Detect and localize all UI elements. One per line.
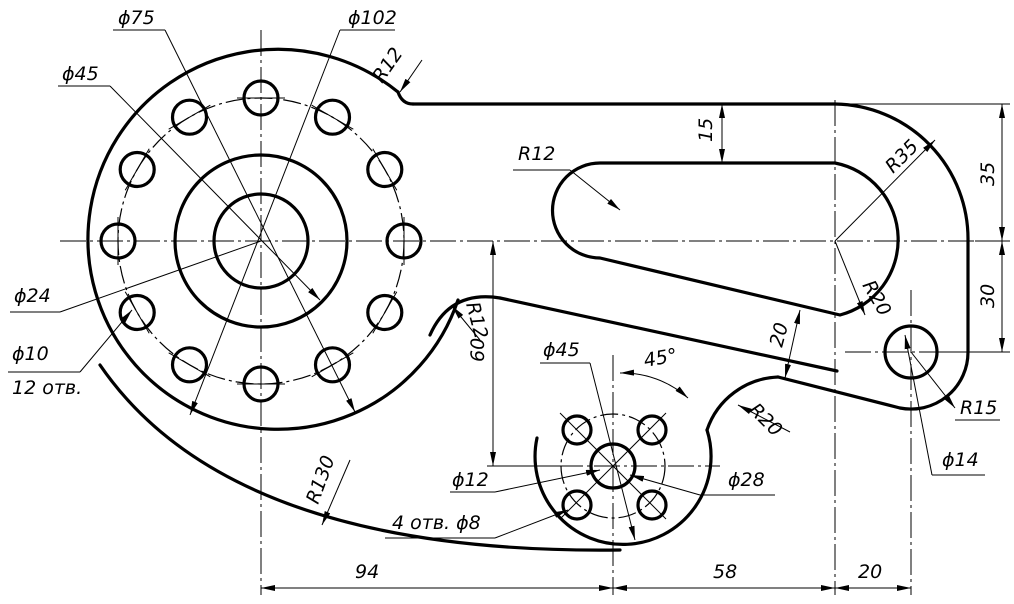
hole-d12-center <box>589 442 637 490</box>
hole-d8-1 <box>561 414 593 446</box>
text-d14: ϕ14 <box>942 449 979 471</box>
leader-d102 <box>189 29 341 416</box>
bolt-circle-4-holes <box>560 413 666 519</box>
leader-d10 <box>79 309 133 373</box>
text-d45-bottom: ϕ45 <box>543 339 580 361</box>
twelve-holes <box>99 79 423 403</box>
slot <box>550 161 900 317</box>
leader-r130 <box>321 459 351 526</box>
circle-d75 <box>173 153 349 329</box>
text-35: 35 <box>977 162 999 186</box>
hole-d10-centerline-3 <box>311 352 354 378</box>
text-58: 58 <box>713 561 737 583</box>
hole-d8-3 <box>561 489 593 521</box>
hole-d10-3 <box>313 346 352 384</box>
circle-d45-bore <box>212 192 310 290</box>
dimension-lines <box>8 29 1010 591</box>
hole-d10-12 <box>366 150 404 189</box>
text-20-bottom: 20 <box>858 561 882 583</box>
leader-r20-bottom <box>737 404 791 433</box>
dim-r20-right <box>834 240 866 316</box>
left-boss-inner <box>173 153 349 329</box>
hole-d8-2 <box>636 414 668 446</box>
dimension-texts: ϕ75 ϕ102 ϕ45 R12 R12 15 R35 35 ϕ24 R20 3… <box>12 7 999 583</box>
text-d45-top: ϕ45 <box>62 63 99 85</box>
leader-d45-bottom <box>589 362 636 541</box>
hole-d10-centerline-6 <box>124 291 150 334</box>
leader-d12 <box>494 469 601 493</box>
text-r12-mid: R12 <box>461 300 492 342</box>
text-r20-bottom: R20 <box>744 399 786 441</box>
text-angle-45: 45° <box>642 344 679 372</box>
leader-d45 <box>109 85 321 301</box>
text-d28: ϕ28 <box>728 469 765 491</box>
bottom-boss-outer <box>533 428 713 546</box>
diag-centerline-2 <box>559 412 667 520</box>
center-lines <box>60 30 975 595</box>
text-d24: ϕ24 <box>14 285 51 307</box>
leader-r12-slot <box>569 169 621 211</box>
text-d10: ϕ10 <box>12 343 49 365</box>
text-r12-slot: R12 <box>518 143 555 165</box>
hole-d10-5 <box>170 346 209 384</box>
hole-d10-8 <box>118 150 156 189</box>
dim-angle-45 <box>619 369 689 399</box>
text-20-mid: 20 <box>766 320 794 349</box>
text-60: 60 <box>467 338 489 362</box>
hole-d10-centerline-9 <box>168 104 211 130</box>
top-fillet-r12 <box>396 90 415 106</box>
leader-r12-top <box>399 59 423 93</box>
lower-inclined-edge-right <box>776 375 902 410</box>
text-r20-right: R20 <box>858 277 896 320</box>
text-12-holes: 12 отв. <box>12 377 82 399</box>
hole-d10-2 <box>366 293 404 332</box>
hole-d10-centerline-12 <box>372 148 398 191</box>
text-r130: R130 <box>302 453 340 507</box>
concave-arc-r20 <box>705 375 780 432</box>
text-r15: R15 <box>960 397 997 419</box>
leader-d14 <box>904 334 933 476</box>
hole-d10-centerline-5 <box>168 352 211 378</box>
left-boss-outer-arc <box>86 47 460 431</box>
text-d12: ϕ12 <box>452 469 489 491</box>
leader-d28 <box>629 474 701 496</box>
hole-d10-centerline-2 <box>372 291 398 334</box>
leader-r15 <box>910 351 956 409</box>
leader-4holes <box>494 509 569 539</box>
text-15: 15 <box>695 118 717 142</box>
dim-20-mid <box>784 309 801 379</box>
hole-d10-9 <box>170 98 209 136</box>
bottom-boss-holes <box>559 412 668 521</box>
text-4-holes: 4 отв. ϕ8 <box>392 512 481 534</box>
text-94: 94 <box>355 561 379 583</box>
text-30: 30 <box>977 284 999 308</box>
dim-r35 <box>834 139 936 242</box>
leader-d75 <box>164 29 356 413</box>
leader-d24 <box>59 240 262 313</box>
middle-inclined-edge <box>498 296 839 373</box>
bottom-arc-r130 <box>98 363 622 552</box>
hole-d10-6 <box>118 293 156 332</box>
text-d75: ϕ75 <box>118 7 155 29</box>
slot-outline <box>550 161 900 317</box>
hole-d10-centerline-8 <box>124 148 150 191</box>
part-outline <box>86 47 970 552</box>
hole-d10-11 <box>313 98 352 136</box>
hole-d14 <box>883 324 939 380</box>
hole-d10-centerline-11 <box>311 104 354 130</box>
text-d102: ϕ102 <box>348 7 397 29</box>
text-r12-top: R12 <box>368 44 407 87</box>
hole-d8-4 <box>636 489 668 521</box>
leader-r12-mid <box>451 305 481 341</box>
text-r35: R35 <box>881 136 923 178</box>
